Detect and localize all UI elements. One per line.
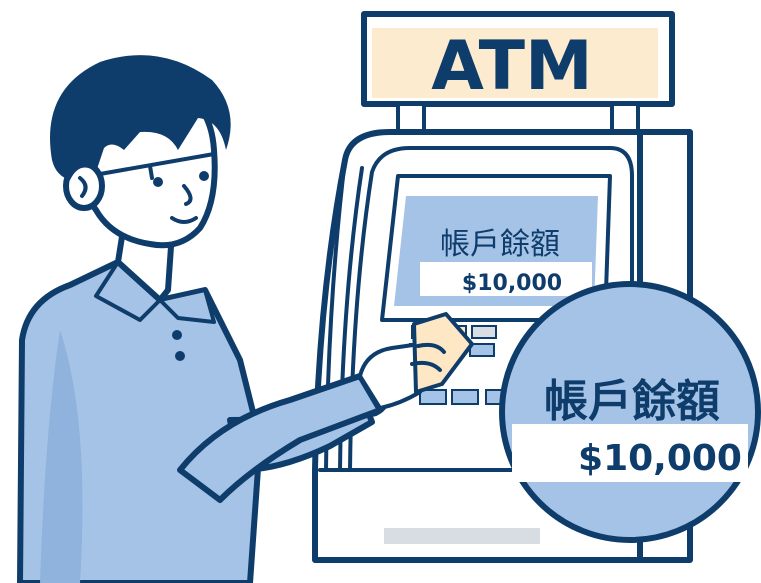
cash-slot — [384, 528, 540, 544]
zoom-balance-label: 帳戶餘額 — [544, 376, 720, 427]
zoom-balance-bar — [512, 424, 748, 482]
atm-sign-text: ATM — [431, 27, 592, 106]
balance-zoom-bubble: 帳戶餘額 $10,000 — [499, 281, 761, 543]
screen-balance-value: $10,000 — [462, 271, 562, 296]
zoom-balance-value: $10,000 — [578, 438, 742, 479]
atm-sign: ATM — [361, 11, 675, 134]
screen-balance-label: 帳戶餘額 — [440, 227, 560, 262]
screen-balance-bar — [420, 262, 592, 296]
person — [17, 55, 474, 583]
